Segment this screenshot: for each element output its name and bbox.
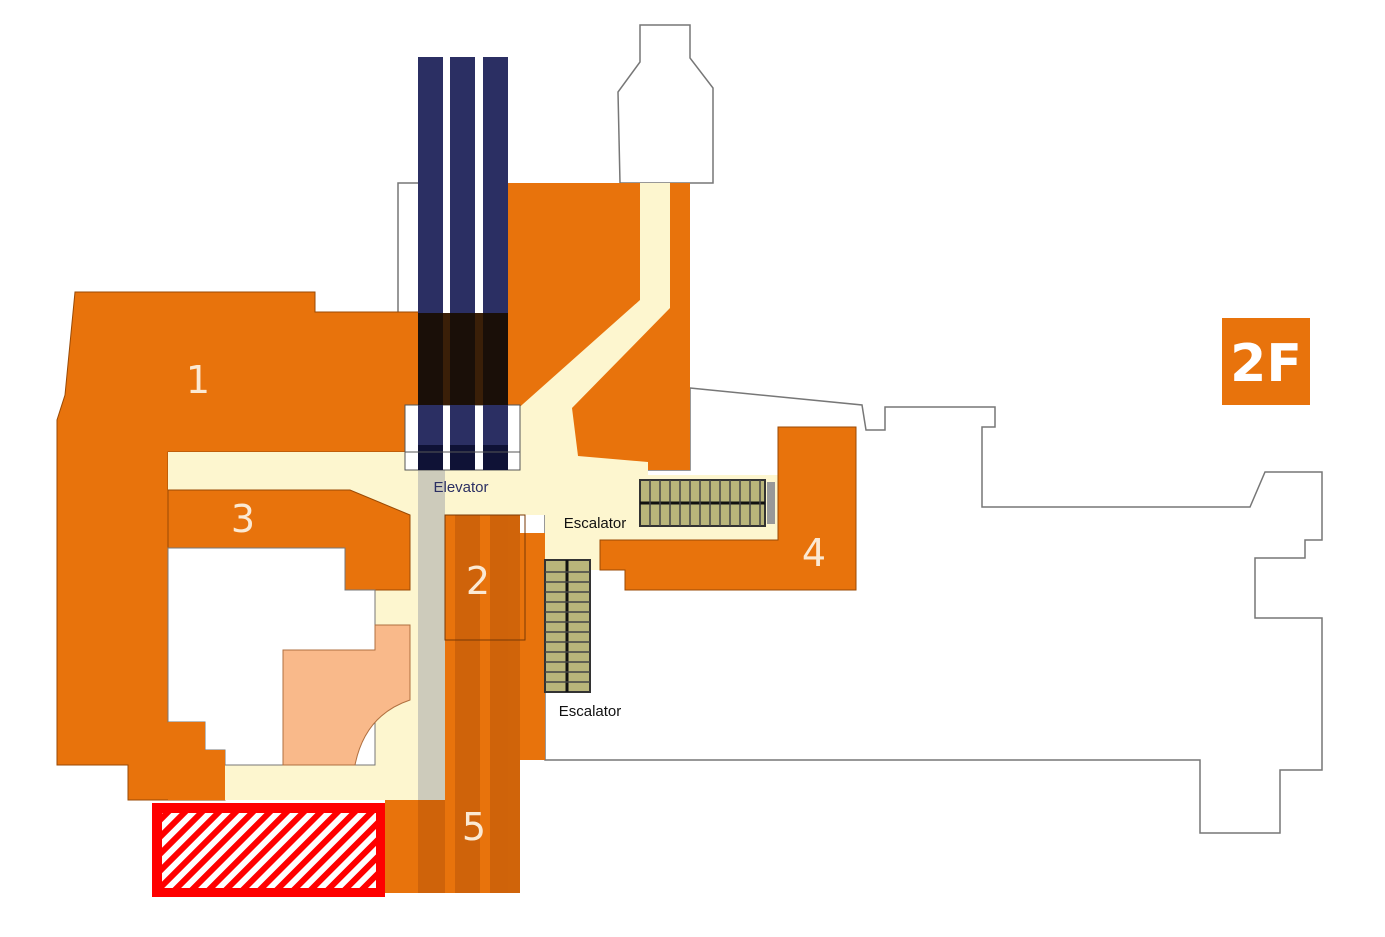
floor-badge: 2F [1222, 318, 1310, 405]
area-4[interactable] [599, 426, 857, 591]
elevator-label: Elevator [433, 479, 488, 496]
area-5-label: 5 [462, 805, 486, 849]
floor-badge-label: 2F [1230, 334, 1302, 394]
escalator-label: Escalator [564, 515, 627, 532]
area-1-label: 1 [186, 358, 210, 402]
area-2-label: 2 [466, 559, 490, 603]
escalator-icon [639, 479, 775, 527]
escalator-icon [544, 559, 591, 693]
area-3-label: 3 [231, 497, 255, 541]
area-2[interactable] [444, 514, 526, 641]
peach-room[interactable] [282, 624, 411, 766]
area-4-label: 4 [802, 531, 826, 575]
elevator-icon [404, 57, 521, 471]
elevator-path [418, 470, 445, 800]
escalator-label: Escalator [559, 703, 622, 720]
